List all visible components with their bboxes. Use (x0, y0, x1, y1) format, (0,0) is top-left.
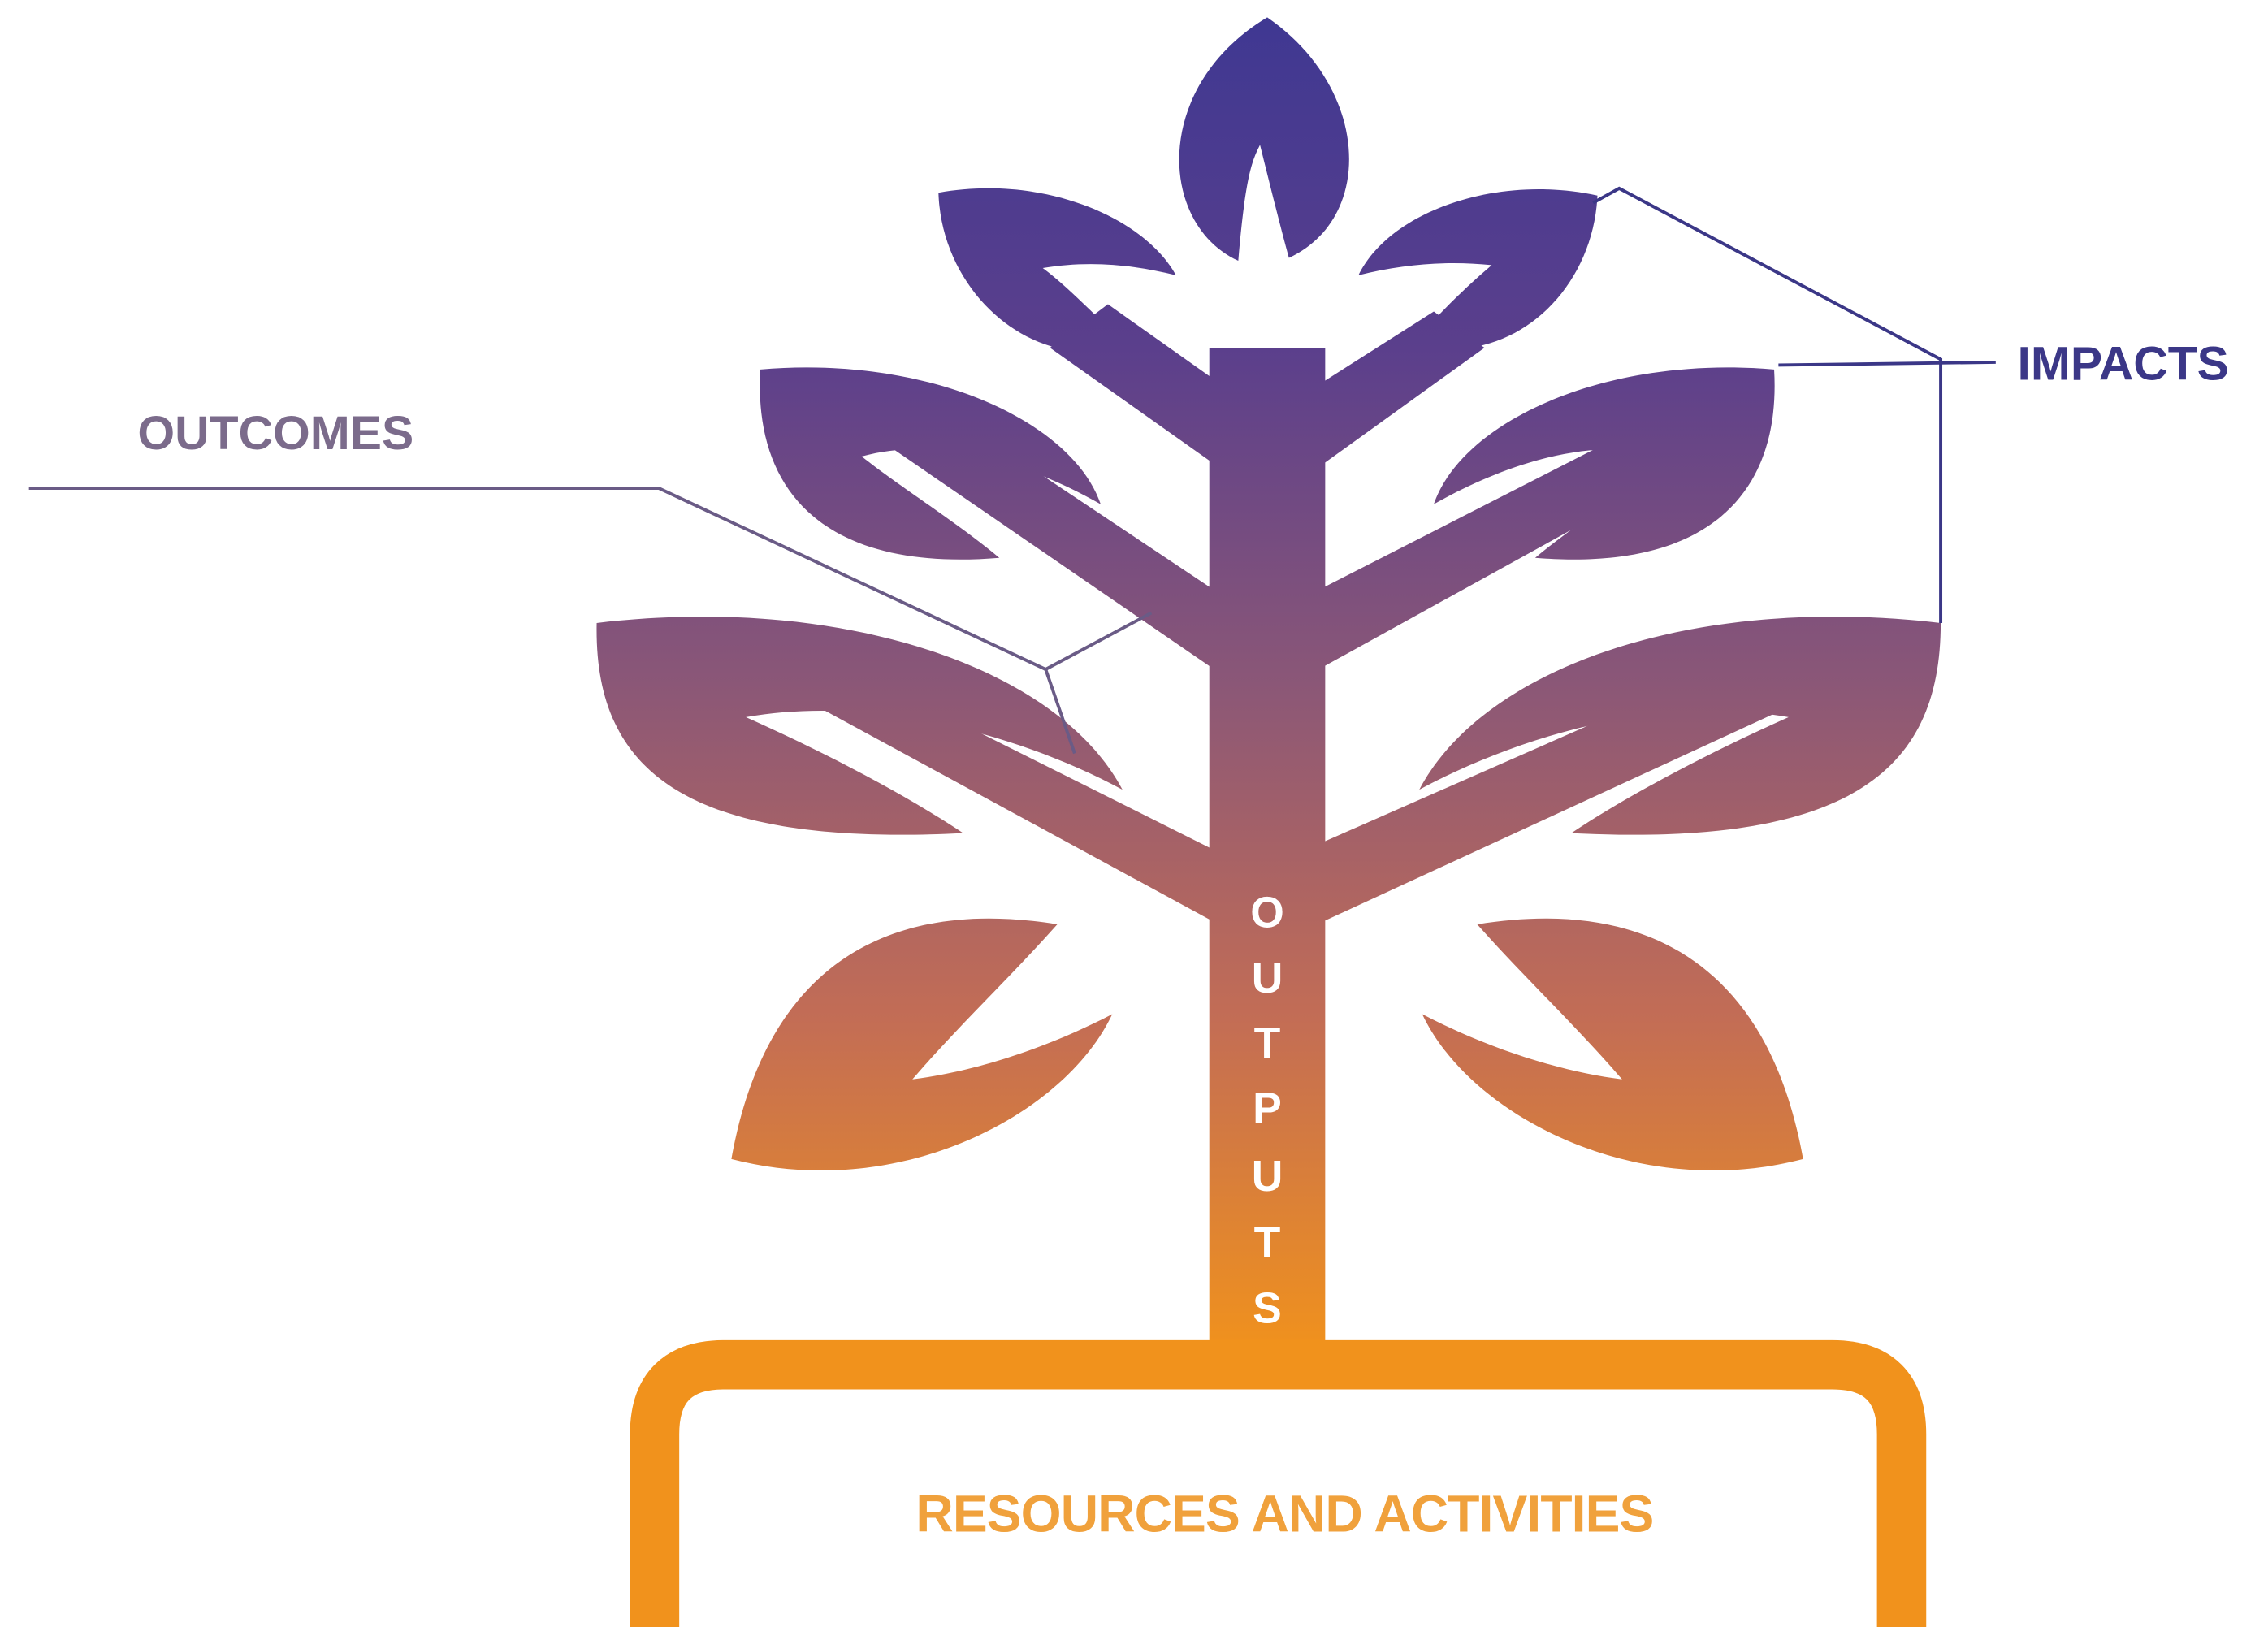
outputs-letter-7: S (1253, 1284, 1282, 1332)
outputs-letter-2: U (1252, 954, 1283, 1002)
branch-upper-right (1262, 311, 1485, 471)
tree-trunk (1209, 348, 1326, 1348)
outputs-letter-6: T (1254, 1219, 1281, 1267)
leaf-top (1179, 17, 1349, 262)
outcomes-leader-line (28, 487, 1153, 672)
impacts-label: IMPACTS (2018, 337, 2229, 390)
outputs-letter-5: U (1252, 1153, 1283, 1201)
impacts-bracket (1592, 186, 1943, 623)
leaf-bottom-left (731, 918, 1113, 1171)
outcomes-label: OUTCOMES (137, 407, 413, 460)
resources-activities-label: RESOURCES AND ACTIVITIES (915, 1484, 1653, 1543)
leaf-mid-left (760, 367, 1101, 560)
leaf-bottom-right (1422, 918, 1803, 1171)
leaf-upper-left (938, 188, 1176, 353)
outputs-label: O U T P U T S (1250, 889, 1284, 1333)
branch-mid-right (1310, 413, 1731, 674)
impacts-callout: IMPACTS (1592, 186, 2229, 623)
outputs-letter-1: O (1250, 889, 1284, 937)
tree (596, 17, 1941, 1348)
leaf-mid-right (1434, 367, 1775, 560)
branch-mid-left (861, 398, 1231, 682)
impacts-leader-mid (1778, 360, 1996, 367)
outputs-letter-4: P (1253, 1084, 1282, 1132)
outcomes-callout: OUTCOMES (28, 407, 1153, 755)
leaf-low-left (596, 617, 1123, 835)
leaf-low-right (1419, 617, 1941, 835)
roots-frame (630, 1339, 1927, 1627)
outcomes-leader-tail (1044, 669, 1076, 755)
leaf-upper-right (1358, 189, 1598, 350)
outputs-letter-3: T (1254, 1019, 1281, 1067)
